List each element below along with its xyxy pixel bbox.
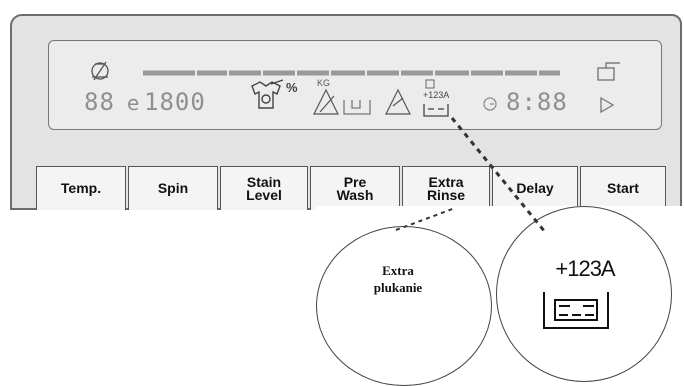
lcd-display [48, 40, 662, 130]
stain-level-button[interactable]: Stain Level [220, 166, 308, 210]
delay-button-label: Delay [516, 180, 554, 196]
callout-text-line2: plukanie [373, 280, 423, 295]
extra-rinse-label-line2: Rinse [426, 186, 466, 203]
callout-description: Extra plukanie [362, 262, 434, 296]
callout-circle-right [496, 206, 672, 382]
delay-button[interactable]: Delay [492, 166, 578, 210]
weight-unit-label: KG [317, 78, 331, 88]
stain-level-label-line1: Stain [246, 173, 282, 190]
temp-button[interactable]: Temp. [36, 166, 126, 210]
delay-time-readout: 8:88 [506, 88, 568, 116]
temp-button-label: Temp. [60, 180, 102, 196]
spin-button-label: Spin [157, 180, 189, 196]
spin-button[interactable]: Spin [128, 166, 218, 210]
callout-circle-left [316, 226, 492, 386]
percent-label: % [286, 80, 298, 95]
temperature-readout: 88 [84, 88, 115, 116]
start-button[interactable]: Start [580, 166, 666, 210]
extra-rinse-badge: +123A [423, 90, 450, 100]
pre-wash-button[interactable]: Pre Wash [310, 166, 400, 210]
extra-rinse-button[interactable]: Extra Rinse [402, 166, 490, 210]
stain-level-label-line2: Level [246, 186, 282, 203]
button-row: Temp. Spin Stain Level Pre Wash Extra Ri… [36, 166, 678, 210]
pre-wash-label-line1: Pre [343, 173, 367, 190]
callout-zoom-label: +123A [555, 256, 615, 281]
pre-wash-label-line2: Wash [336, 186, 374, 203]
spin-speed-readout: 1800 [144, 88, 206, 116]
start-button-label: Start [607, 180, 639, 196]
callout-text-line1: Extra [382, 263, 414, 278]
